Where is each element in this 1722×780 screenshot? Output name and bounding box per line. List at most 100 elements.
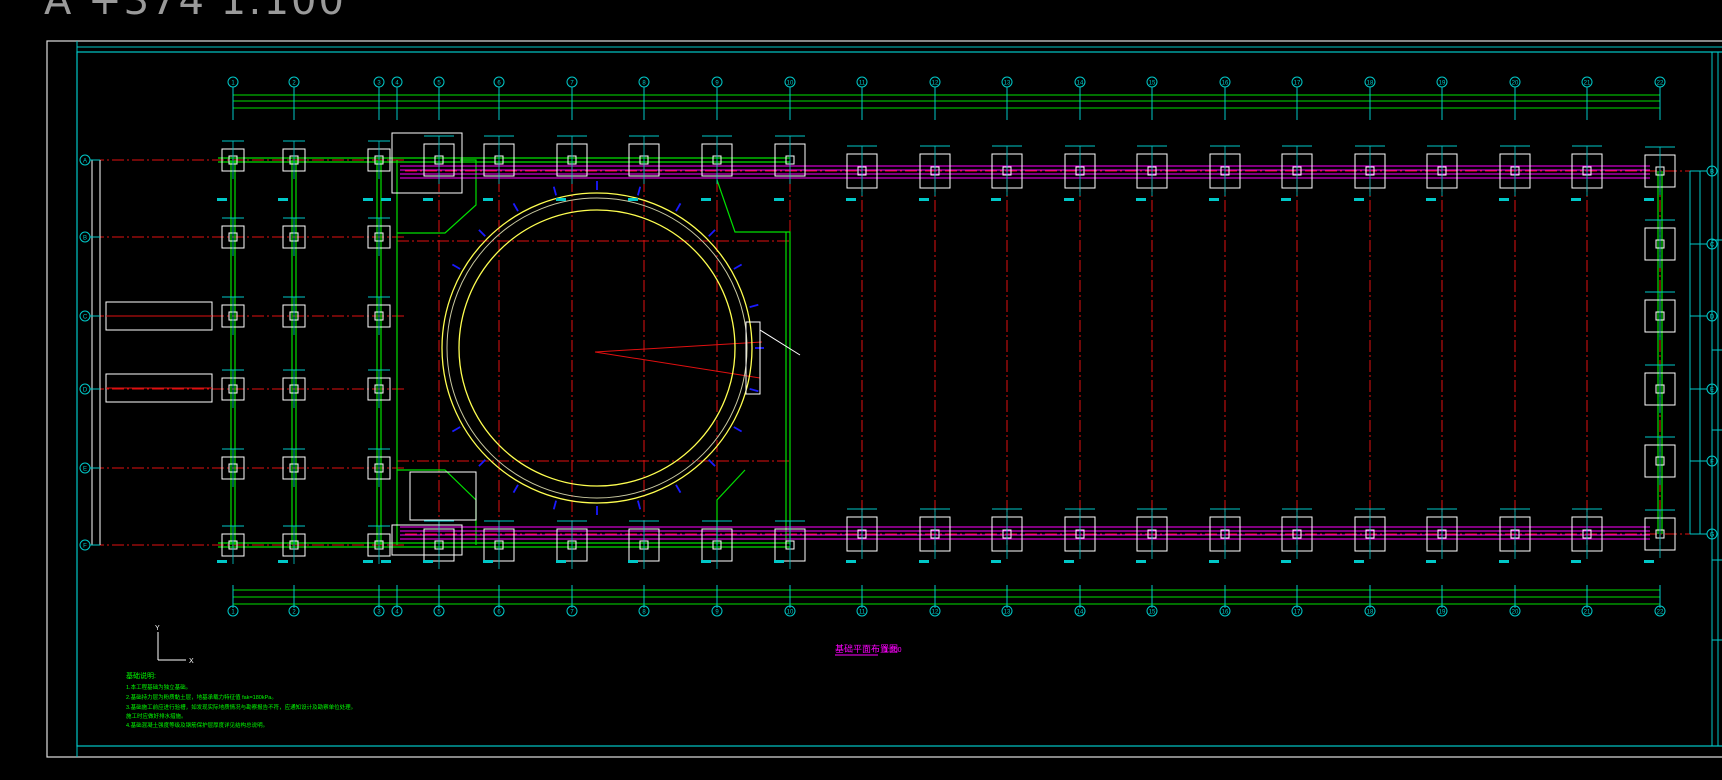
axis-bubble-top: 15 (1149, 81, 1156, 87)
footing-tag (1136, 198, 1146, 201)
axis-bubble-bottom-circle (929, 605, 941, 617)
footing-tag (774, 560, 784, 563)
footing-tag (1064, 560, 1074, 563)
axis-bubble-right: F (1710, 460, 1714, 466)
footing-tag (363, 560, 373, 563)
tank-rebar (749, 303, 759, 308)
axis-bubble-top: 19 (1439, 81, 1446, 87)
grid-axis-lines (92, 159, 1700, 546)
tank-rebar (552, 500, 557, 510)
axis-bubble-bottom: 7 (570, 610, 574, 616)
axis-bubble-bottom: 18 (1367, 610, 1374, 616)
axis-bubble-left: C (83, 315, 88, 321)
footing-tag (363, 198, 373, 201)
footing-large (391, 132, 463, 194)
axis-bubble-bottom: 3 (377, 610, 381, 616)
footing-tag (1644, 560, 1654, 563)
axis-bubble-top: 11 (859, 81, 866, 87)
plan-caption: 基础平面布置图 1:100 (835, 643, 902, 656)
footing-tag (483, 560, 493, 563)
plan-title: 基础平面布置图 (835, 643, 898, 654)
footing-tag (483, 198, 493, 201)
foundation-notes: 基础说明: 1.本工程基础为独立基础。 2.基础持力层为粉质黏土层，地基承载力特… (126, 671, 356, 729)
axis-bubble-left-circle (79, 539, 91, 551)
axis-bubble-bottom: 20 (1512, 610, 1519, 616)
axis-bubble-top-circle (638, 76, 650, 88)
tank-rebar (733, 426, 743, 433)
ucs-icon: Y X (155, 625, 194, 665)
axis-bubble-right: C (1710, 243, 1715, 249)
axis-bubble-top: 14 (1077, 81, 1084, 87)
axis-bubble-bottom: 21 (1584, 610, 1591, 616)
tank-rebar (478, 459, 486, 467)
axis-bubble-right: G (1710, 533, 1715, 539)
axis-bubble-bottom-circle (227, 605, 239, 617)
axis-bubble-bottom: 14 (1077, 610, 1084, 616)
axis-bubble-bottom-circle (711, 605, 723, 617)
footing-tag (381, 560, 391, 563)
axis-bubbles: 1122334455667788991010111112121313141415… (79, 76, 1718, 617)
axis-bubble-top: 1 (231, 81, 235, 87)
footing-tag (217, 198, 227, 201)
axis-bubble-top: 12 (932, 81, 939, 87)
tank-rebar (637, 186, 642, 196)
note-line: 施工时应做好排水措施。 (126, 712, 187, 720)
axis-bubble-left-circle (79, 383, 91, 395)
axis-bubble-left: A (83, 159, 87, 165)
axis-bubble-top-circle (1074, 76, 1086, 88)
axis-bubble-right-circle (1706, 455, 1718, 467)
tank-ring (446, 197, 748, 499)
footing-tag (1064, 198, 1074, 201)
axis-bubble-bottom: 12 (932, 610, 939, 616)
axis-bubble-bottom-circle (1581, 605, 1593, 617)
axis-bubble-bottom-circle (373, 605, 385, 617)
axis-bubble-top-circle (784, 76, 796, 88)
axis-bubble-bottom-circle (1146, 605, 1158, 617)
axis-bubble-bottom: 11 (859, 610, 866, 616)
axis-bubble-top: 8 (642, 81, 646, 87)
tank-rebar (708, 459, 716, 467)
axis-bubble-bottom: 9 (715, 610, 719, 616)
axis-bubble-bottom: 8 (642, 610, 646, 616)
axis-bubble-bottom-circle (566, 605, 578, 617)
axis-bubble-top-circle (1509, 76, 1521, 88)
axis-bubble-left-circle (79, 231, 91, 243)
axis-bubble-bottom: 13 (1004, 610, 1011, 616)
axis-bubble-top-circle (1001, 76, 1013, 88)
footing-tag (846, 560, 856, 563)
axis-bubble-top-circle (1581, 76, 1593, 88)
footing-tag (628, 560, 638, 563)
axis-bubble-bottom-circle (638, 605, 650, 617)
footing-tag (701, 560, 711, 563)
note-line: 1.本工程基础为独立基础。 (126, 683, 191, 691)
axis-bubble-bottom: 19 (1439, 610, 1446, 616)
footing-tag (991, 198, 1001, 201)
ucs-y-label: Y (155, 625, 160, 632)
axis-bubble-bottom-circle (493, 605, 505, 617)
axis-bubble-right: B (1710, 170, 1714, 176)
axis-bubble-top: 2 (292, 81, 296, 87)
axis-bubble-top: 6 (497, 81, 501, 87)
axis-bubble-bottom: 4 (395, 610, 399, 616)
axis-bubble-top-circle (566, 76, 578, 88)
axis-bubble-bottom-circle (856, 605, 868, 617)
axis-bubble-right: E (1710, 388, 1714, 394)
footing-tag (1571, 198, 1581, 201)
axis-bubble-bottom-circle (1291, 605, 1303, 617)
footing-tag (1136, 560, 1146, 563)
axis-bubble-top: 22 (1657, 81, 1664, 87)
axis-bubble-top-circle (1146, 76, 1158, 88)
tank-opening (745, 321, 761, 395)
axis-bubble-bottom-circle (784, 605, 796, 617)
axis-bubble-left: D (83, 388, 88, 394)
axis-bubble-bottom: 15 (1149, 610, 1156, 616)
tank-rebar (512, 484, 519, 494)
tank-rebar (637, 500, 642, 510)
axis-bubble-top-circle (288, 76, 300, 88)
footing-tag (628, 198, 638, 201)
axis-bubble-right-circle (1706, 310, 1718, 322)
axis-bubble-left-circle (79, 310, 91, 322)
tank-rebar (478, 229, 486, 237)
axis-bubble-top-circle (711, 76, 723, 88)
